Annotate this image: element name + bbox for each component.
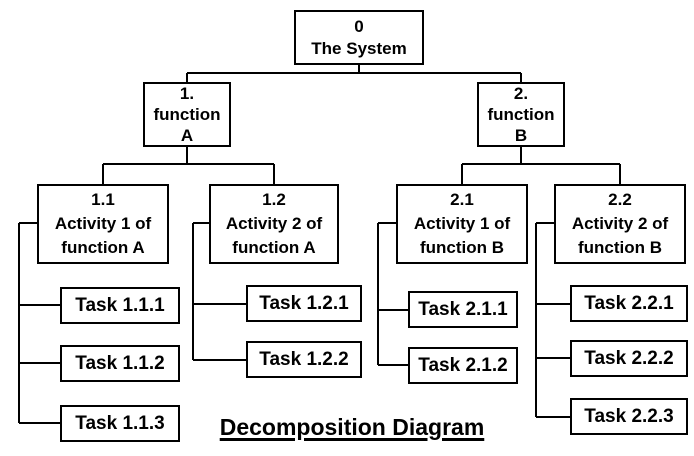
node-activity-2-1: 2.1 Activity 1 of function B	[396, 184, 528, 264]
node-task-2-2-3: Task 2.2.3	[570, 398, 688, 435]
node-activity-1-1: 1.1 Activity 1 of function A	[37, 184, 169, 264]
node-task-2-2-1: Task 2.2.1	[570, 285, 688, 322]
function-a-to-activities-connector	[102, 147, 275, 184]
function-b-to-activities-connector	[461, 147, 621, 184]
node-function-a: 1. function A	[143, 82, 231, 147]
node-task-1-2-1: Task 1.2.1	[246, 285, 362, 322]
root-to-functions-connector	[186, 65, 522, 82]
node-task-1-1-3: Task 1.1.3	[60, 405, 180, 442]
activity-1-2-task-spine	[192, 222, 246, 361]
node-function-b: 2. function B	[477, 82, 565, 147]
activity-1-1-task-spine	[18, 222, 60, 424]
node-task-2-1-2: Task 2.1.2	[408, 347, 518, 384]
node-activity-1-2: 1.2 Activity 2 of function A	[209, 184, 339, 264]
activity-2-2-task-spine	[535, 222, 570, 418]
node-task-2-2-2: Task 2.2.2	[570, 340, 688, 377]
diagram-title: Decomposition Diagram	[219, 414, 485, 440]
node-task-1-1-2: Task 1.1.2	[60, 345, 180, 382]
node-task-1-2-2: Task 1.2.2	[246, 341, 362, 378]
node-system: 0 The System	[294, 10, 424, 65]
node-task-2-1-1: Task 2.1.1	[408, 291, 518, 328]
node-activity-2-2: 2.2 Activity 2 of function B	[554, 184, 686, 264]
activity-2-1-task-spine	[377, 222, 408, 366]
node-task-1-1-1: Task 1.1.1	[60, 287, 180, 324]
